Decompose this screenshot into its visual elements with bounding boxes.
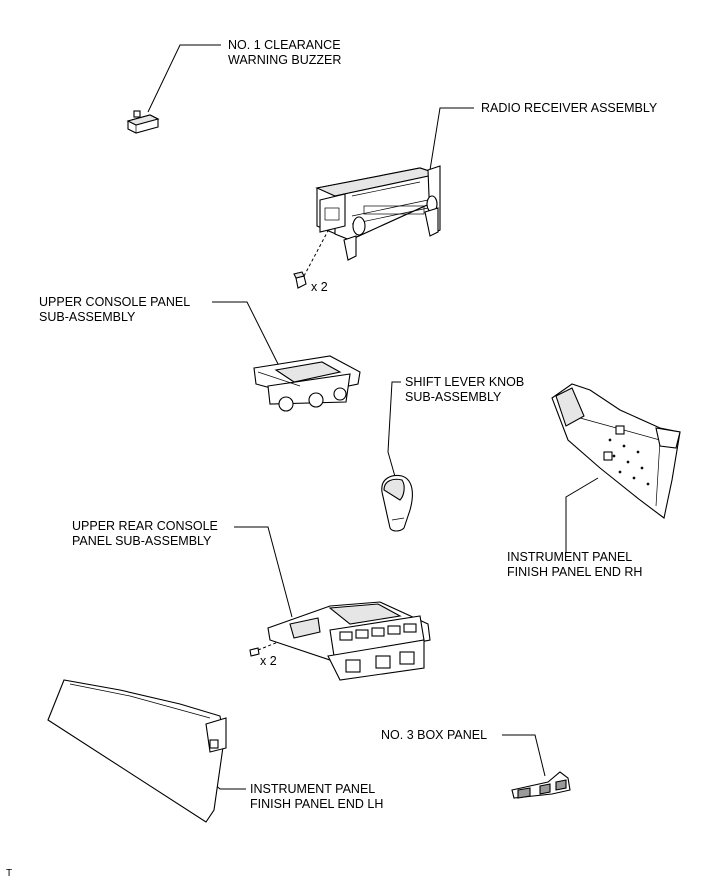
leader-shift-knob [387,381,401,481]
clearance-warning-buzzer [126,110,160,134]
label-line: FINISH PANEL END LH [250,797,384,811]
label-clearance-warning-buzzer: NO. 1 CLEARANCE WARNING BUZZER [228,38,341,68]
label-upper-console-panel: UPPER CONSOLE PANEL SUB-ASSEMBLY [39,295,190,325]
label-instrument-panel-finish-panel-end-lh: INSTRUMENT PANEL FINISH PANEL END LH [250,782,383,812]
label-upper-rear-console-panel: UPPER REAR CONSOLE PANEL SUB-ASSEMBLY [72,519,218,549]
leader-upper-console [212,301,283,373]
label-line: FINISH PANEL END RH [507,565,643,579]
label-line: SHIFT LEVER KNOB [405,375,525,389]
label-line: NO. 3 BOX PANEL [381,728,488,742]
label-line: INSTRUMENT PANEL [250,782,376,796]
label-line: SUB-ASSEMBLY [405,390,502,404]
leader-buzzer [147,44,221,113]
label-radio-bolt-quantity: x 2 [311,280,328,294]
label-line: RADIO RECEIVER ASSEMBLY [481,101,658,115]
label-radio-receiver-assembly: RADIO RECEIVER ASSEMBLY [481,101,657,116]
upper-rear-console-panel [267,601,431,681]
radio-bolt-dashed-line [303,211,339,277]
radio-mounting-bolt [293,271,307,289]
instrument-panel-finish-panel-end-rh [551,383,681,519]
leader-box-panel [502,734,546,777]
corner-mark: T [6,868,13,879]
label-line: PANEL SUB-ASSEMBLY [72,534,212,548]
label-line: UPPER REAR CONSOLE [72,519,218,533]
shift-lever-knob [381,474,413,532]
label-shift-lever-knob: SHIFT LEVER KNOB SUB-ASSEMBLY [405,375,524,405]
upper-console-panel [253,355,361,412]
leader-lines [147,44,599,790]
label-line: WARNING BUZZER [228,53,342,67]
label-console-screw-quantity: x 2 [260,654,277,668]
leader-radio [429,107,474,171]
label-line: INSTRUMENT PANEL [507,550,633,564]
label-line: NO. 1 CLEARANCE [228,38,341,52]
label-instrument-panel-finish-panel-end-rh: INSTRUMENT PANEL FINISH PANEL END RH [507,550,642,580]
label-line: SUB-ASSEMBLY [39,310,136,324]
label-line: UPPER CONSOLE PANEL [39,295,191,309]
leader-upper-rear-console [234,526,293,618]
leader-end-rh [565,477,599,552]
label-no3-box-panel: NO. 3 BOX PANEL [381,728,487,743]
no3-box-panel [511,771,571,799]
console-mounting-screw [249,647,260,657]
instrument-panel-finish-panel-end-lh [47,679,227,823]
radio-receiver-assembly [315,165,441,261]
